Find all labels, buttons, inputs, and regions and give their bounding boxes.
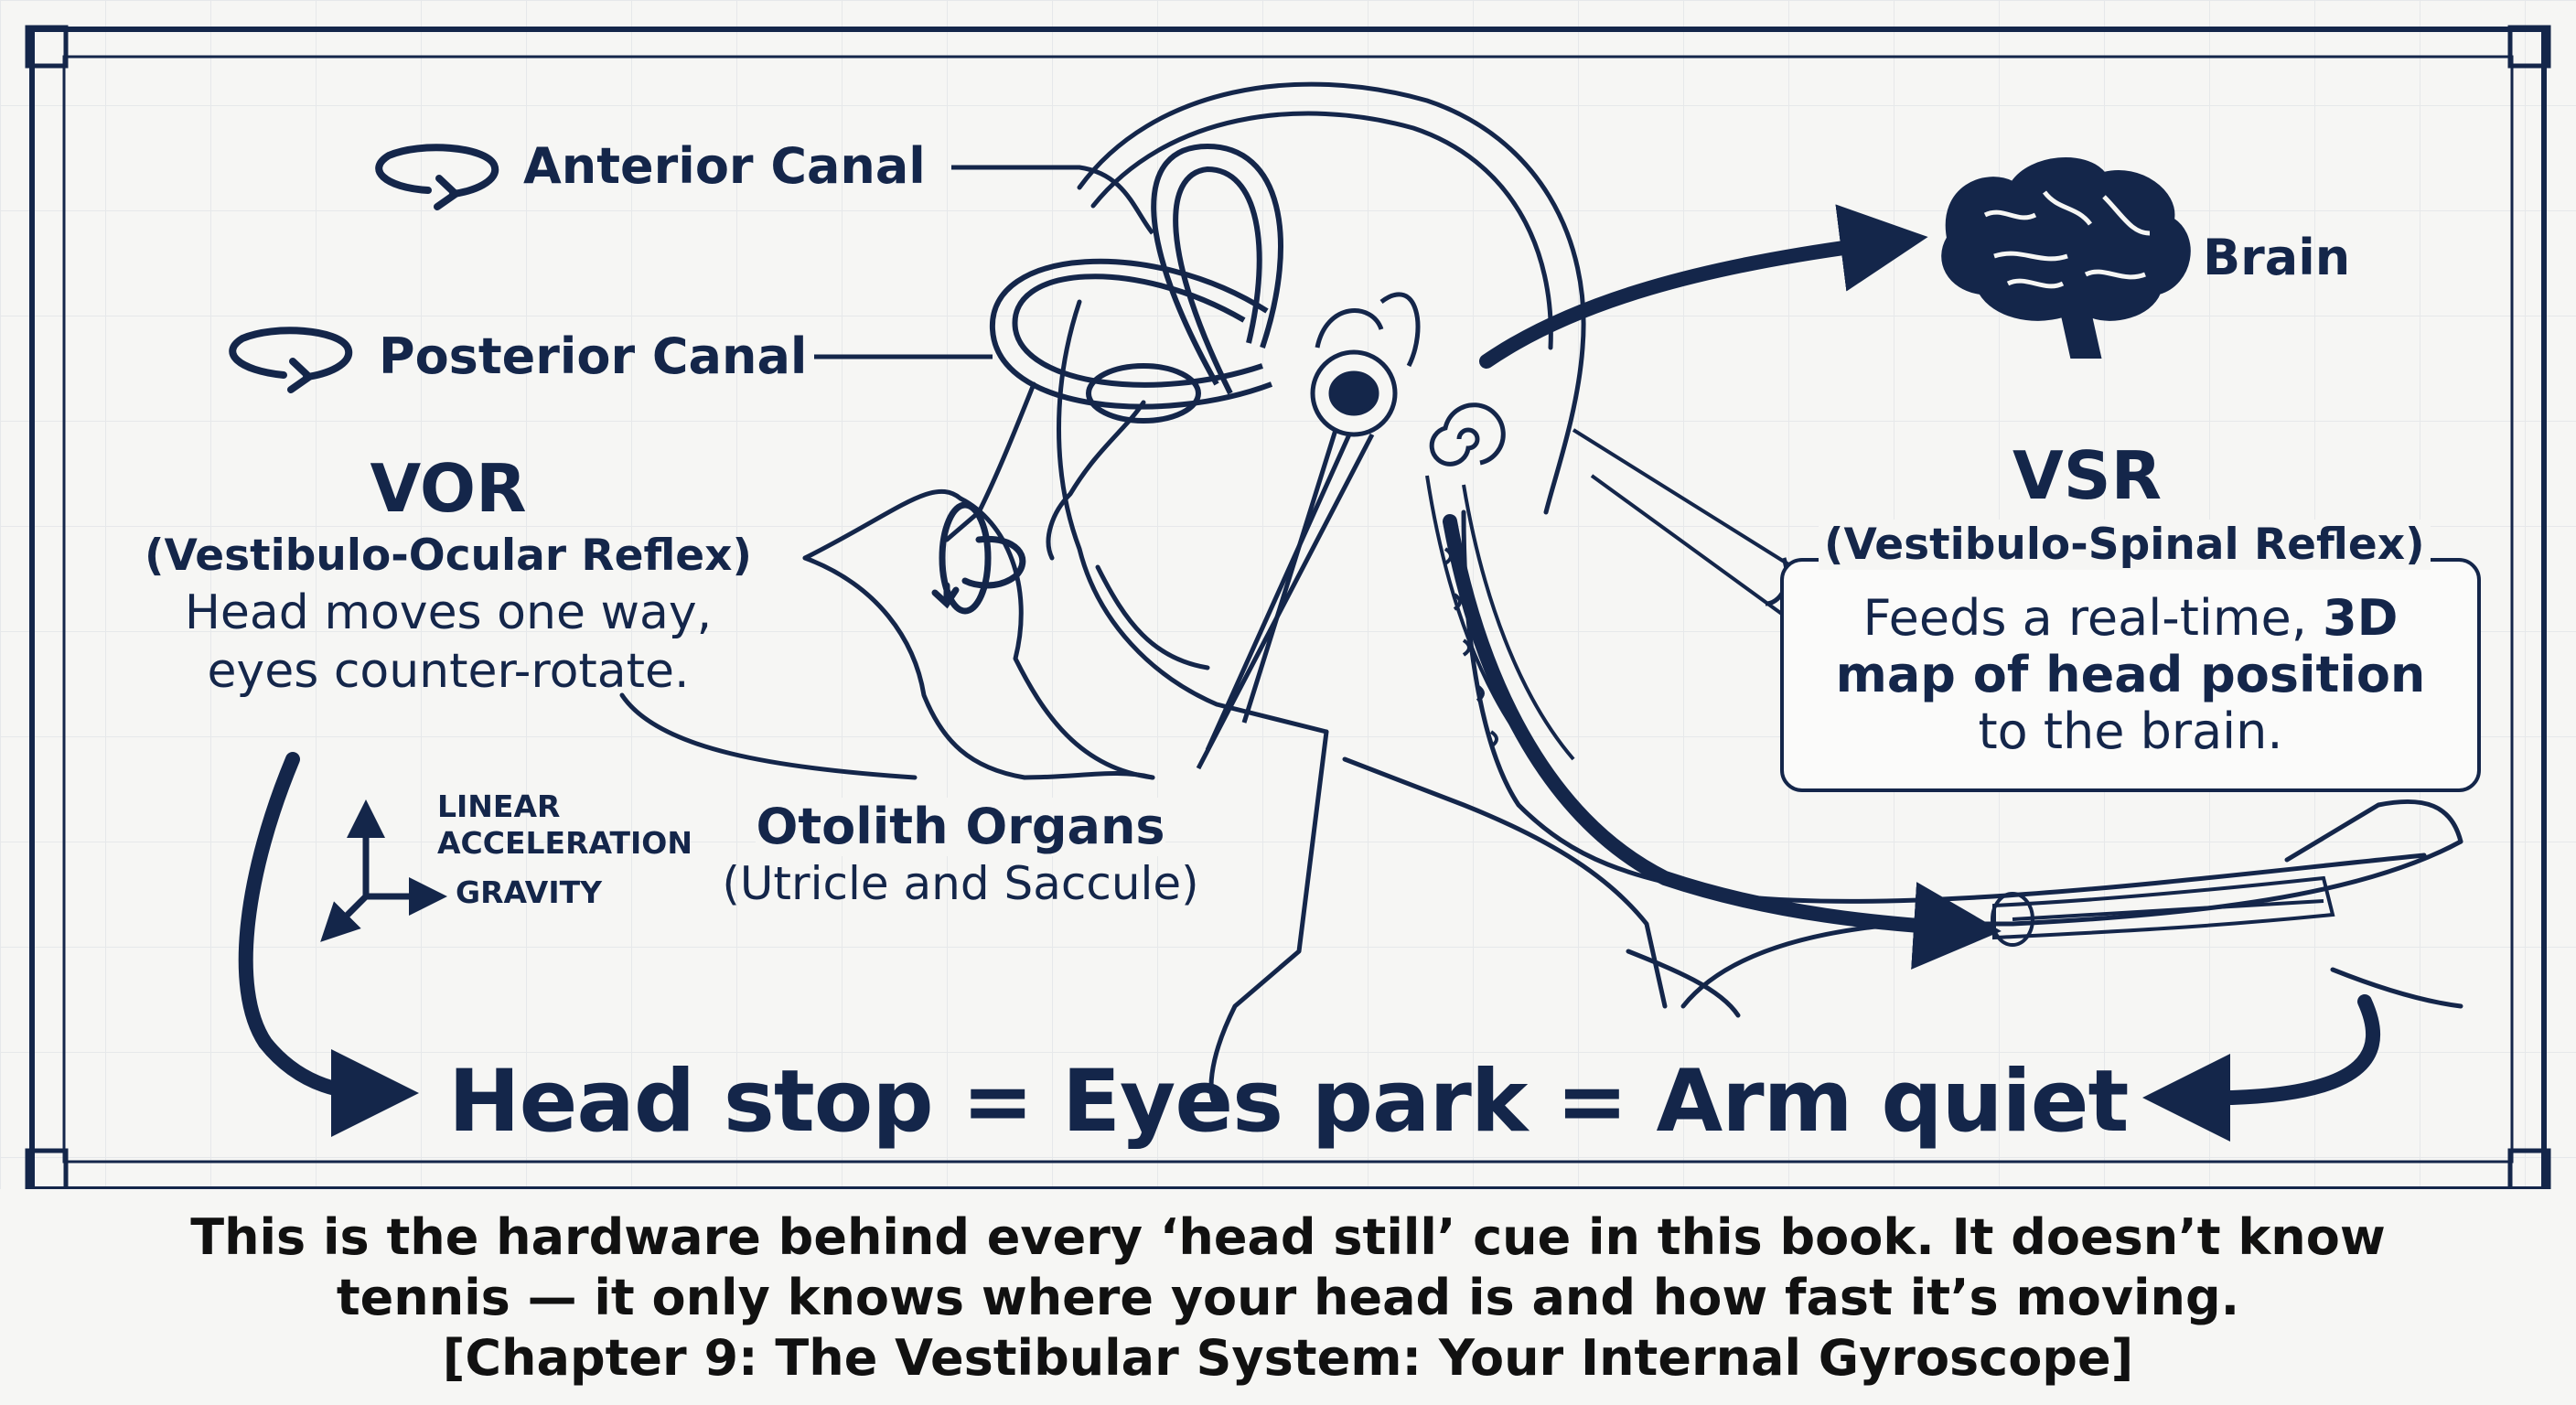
- brain-icon: [1941, 157, 2191, 359]
- vsr-line3: to the brain.: [1978, 702, 2283, 760]
- caption-line2: tennis — it only knows where your head i…: [336, 1269, 2240, 1326]
- vor-title: VOR: [370, 450, 527, 527]
- vsr-return-arrow: [2142, 994, 2381, 1142]
- caption-line3: [Chapter 9: The Vestibular System: Your …: [442, 1329, 2134, 1387]
- label-posterior-canal: Posterior Canal: [379, 327, 808, 385]
- label-brain: Brain: [2203, 229, 2351, 286]
- vor-subtitle: (Vestibulo-Ocular Reflex): [145, 531, 752, 581]
- otolith-subtitle: (Utricle and Saccule): [722, 857, 1199, 910]
- axes-label-linear: LINEAR: [437, 788, 561, 824]
- vor-line1: Head moves one way,: [184, 585, 713, 640]
- equation: Head stop = Eyes park = Arm quiet: [448, 1052, 2129, 1152]
- vor-line2: eyes counter-rotate.: [207, 644, 690, 699]
- vsr-description: Feeds a real-time, 3D map of head positi…: [1782, 590, 2479, 760]
- brain-arrow: [1479, 204, 1928, 369]
- caption-line1: This is the hardware behind every ‘head …: [190, 1208, 2386, 1266]
- vsr-title: VSR: [2012, 437, 2163, 514]
- vor-block: VOR (Vestibulo-Ocular Reflex) Head moves…: [119, 448, 778, 701]
- diagram-artwork: [25, 25, 2551, 1189]
- rotation-icon-posterior: [229, 327, 353, 393]
- otolith-title: Otolith Organs: [756, 798, 1165, 856]
- vor-arrow: [238, 752, 419, 1137]
- frame: [25, 25, 2551, 1189]
- rotation-icon-anterior: [375, 144, 499, 210]
- otolith-block: Otolith Organs (Utricle and Saccule): [704, 798, 1217, 911]
- vsr-line2: map of head position: [1835, 646, 2426, 703]
- semicircular-canals: [989, 143, 1283, 424]
- axes-label-acceleration: ACCELERATION: [437, 825, 692, 861]
- cochlea: [1429, 402, 1506, 467]
- arm-bones: [1991, 875, 2335, 947]
- eye-rotation-icon: [931, 501, 1026, 615]
- axes-label-gravity: GRAVITY: [456, 874, 603, 910]
- vsr-line1-bold: 3D: [2323, 589, 2399, 647]
- head-outline: [619, 81, 2463, 1110]
- vsr-subtitle: (Vestibulo-Spinal Reflex): [1819, 520, 2431, 570]
- label-anterior-canal: Anterior Canal: [523, 137, 926, 195]
- axes-icon: [320, 799, 447, 942]
- vestibule: [1196, 292, 1421, 770]
- vsr-line1: Feeds a real-time,: [1862, 589, 2324, 647]
- vsr-arm-arrow: [1443, 514, 2002, 970]
